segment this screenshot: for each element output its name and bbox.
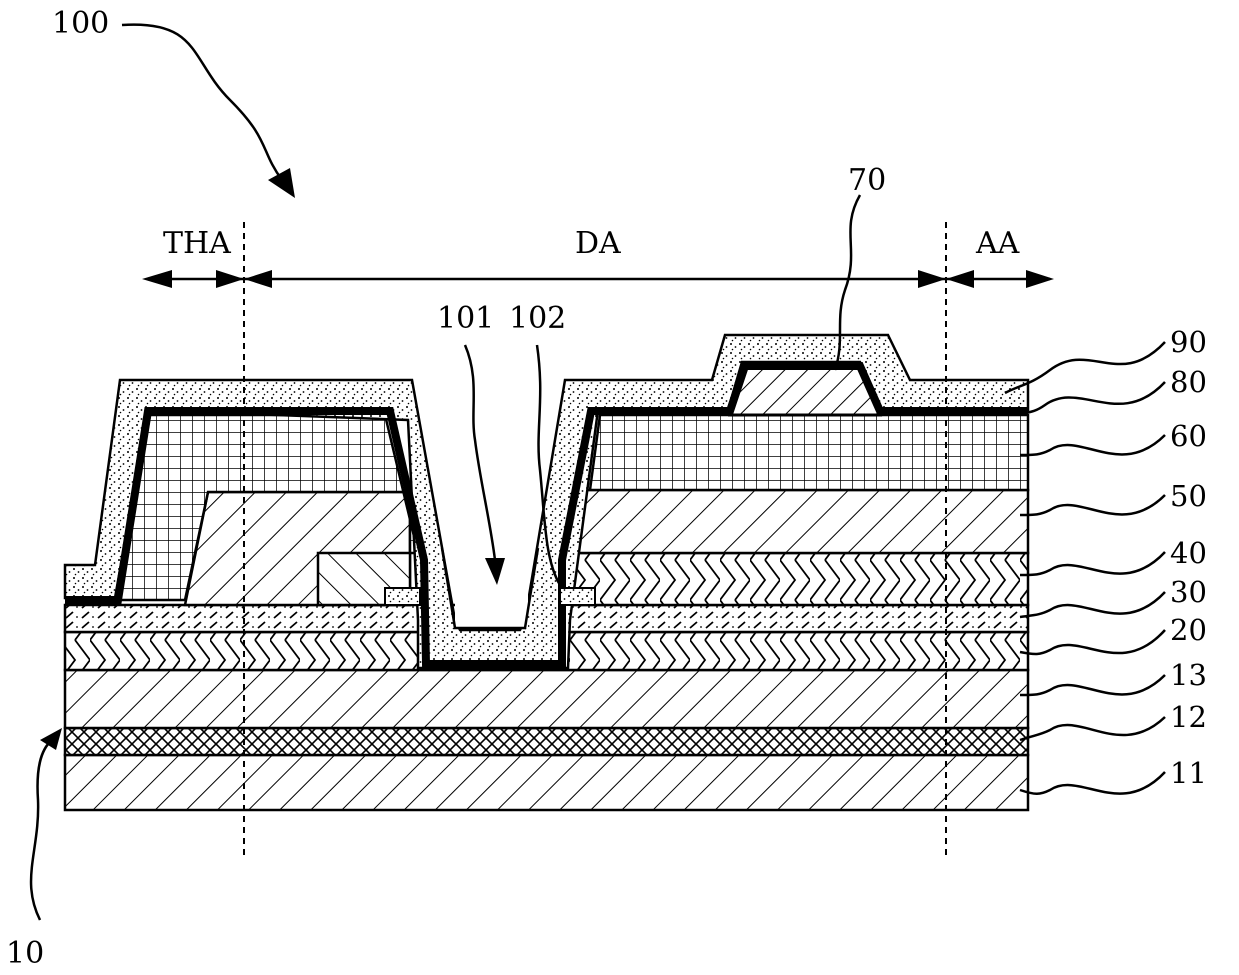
label-13: 13	[1170, 658, 1207, 692]
layer-12	[65, 728, 1028, 755]
leader-50	[1020, 495, 1165, 515]
label-70: 70	[848, 163, 886, 198]
leader-40	[1020, 552, 1165, 575]
leader-13	[1020, 675, 1165, 695]
label-tha: THA	[163, 226, 231, 261]
label-101: 101	[437, 301, 494, 336]
arrow-right-aa	[1026, 270, 1054, 288]
leader-30	[1020, 592, 1165, 617]
leader-60	[1020, 435, 1165, 455]
label-50: 50	[1170, 479, 1207, 513]
label-aa: AA	[975, 226, 1020, 261]
arrow-left-tha	[142, 270, 172, 288]
label-da: DA	[575, 226, 621, 261]
label-60: 60	[1170, 419, 1207, 453]
layer-60-right	[590, 415, 1028, 490]
leader-10-head	[40, 728, 62, 750]
spacer-70	[730, 367, 880, 415]
pad-right	[560, 588, 595, 605]
leader-12	[1020, 717, 1165, 740]
label-10: 10	[6, 936, 44, 971]
leader-100	[122, 25, 282, 180]
label-100: 100	[52, 6, 109, 41]
arrow-left-aa	[946, 270, 974, 288]
layer-50-right	[574, 490, 1028, 553]
leader-11	[1020, 772, 1165, 794]
label-40: 40	[1170, 536, 1207, 570]
arrow-left-da	[244, 270, 272, 288]
label-20: 20	[1170, 613, 1207, 647]
leader-80	[1020, 382, 1165, 414]
pad-left	[385, 588, 420, 605]
label-11: 11	[1170, 756, 1207, 790]
label-12: 12	[1170, 700, 1207, 734]
layer-13	[65, 670, 1028, 728]
arrow-right-da	[918, 270, 946, 288]
leader-10	[31, 740, 52, 920]
label-102: 102	[509, 301, 566, 336]
layer-11	[65, 755, 1028, 810]
label-80: 80	[1170, 365, 1207, 399]
arrow-right-tha	[216, 270, 244, 288]
leader-101	[465, 345, 495, 560]
leader-100-head	[268, 168, 295, 198]
leader-20	[1020, 630, 1165, 654]
label-90: 90	[1170, 325, 1207, 359]
label-30: 30	[1170, 575, 1207, 609]
layer-40-right	[568, 553, 1028, 605]
layer-stack	[65, 335, 1028, 810]
